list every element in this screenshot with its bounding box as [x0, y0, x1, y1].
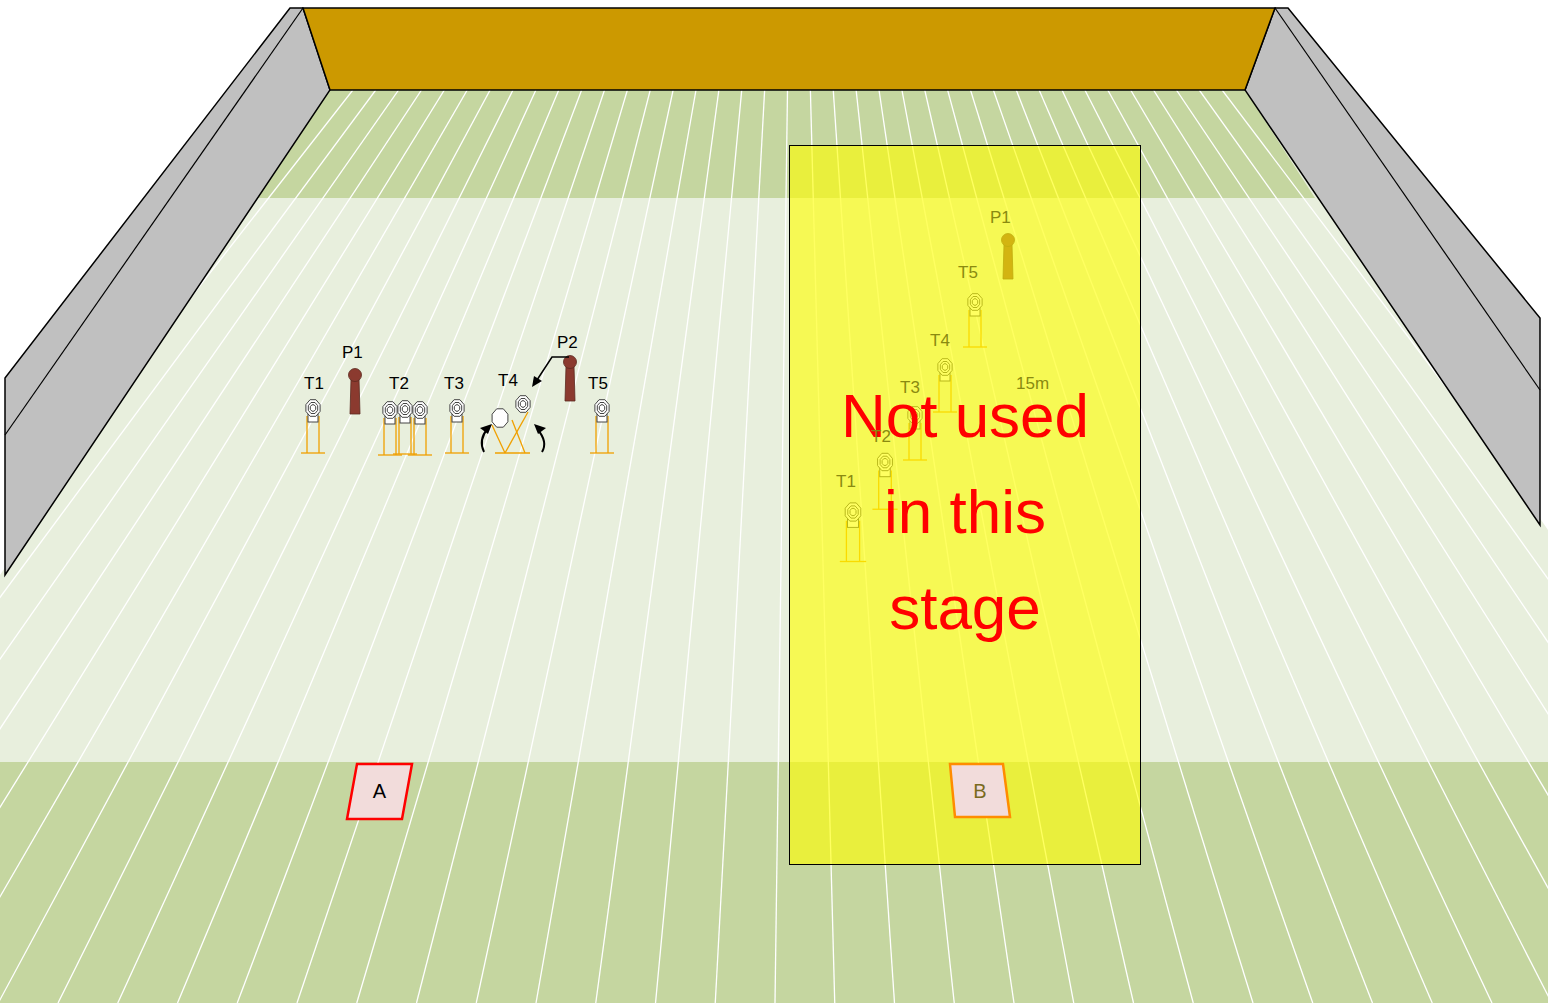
target-stand — [425, 418, 426, 455]
target-stand — [607, 416, 608, 453]
floor-line — [297, 90, 605, 1003]
floor-line — [536, 90, 696, 1003]
floor-line — [0, 90, 490, 1003]
zone-note: Not used in this stage — [820, 368, 1110, 656]
target-stand — [306, 416, 307, 453]
floor-line — [476, 90, 673, 1003]
unused-target-label: 15m — [1016, 374, 1049, 394]
target-head — [520, 401, 525, 407]
target-label: T5 — [588, 374, 608, 394]
target-head — [516, 396, 530, 413]
target-base — [301, 452, 325, 453]
box-label: A — [346, 780, 413, 803]
target-stand — [318, 416, 319, 453]
floor-line — [237, 90, 581, 1003]
target-head — [398, 401, 412, 418]
near-band — [0, 762, 1548, 1003]
target-stand — [383, 418, 384, 455]
target-base — [408, 454, 432, 455]
arrowhead — [534, 424, 546, 434]
box-label: B — [949, 780, 1011, 803]
target-head — [413, 402, 427, 419]
target-base — [445, 452, 469, 453]
target-head — [595, 400, 609, 417]
back-berm — [303, 8, 1275, 90]
target-head — [599, 405, 604, 411]
target-head — [308, 403, 317, 414]
target-head — [306, 400, 320, 417]
unused-target-label: T5 — [958, 263, 978, 283]
left-wall-edge — [5, 8, 303, 435]
left-wall — [5, 8, 330, 575]
popper-body — [565, 366, 575, 401]
target — [590, 400, 614, 453]
target-stand — [595, 416, 596, 453]
target-stand — [398, 417, 399, 454]
target-stand — [413, 418, 414, 455]
target-base — [590, 452, 614, 453]
unused-target-label: T1 — [836, 472, 856, 492]
stroke — [512, 420, 525, 453]
swing-arrow — [538, 430, 544, 452]
target-stand — [450, 416, 451, 453]
floor-line — [1085, 90, 1548, 1003]
box-shape — [347, 764, 412, 819]
floor-line — [417, 90, 651, 1003]
floor-line — [596, 90, 719, 1003]
right-wall — [1245, 8, 1540, 525]
floor-line — [775, 90, 788, 1003]
unused-target-label: T4 — [930, 331, 950, 351]
box-shape — [950, 764, 1010, 817]
popper — [564, 356, 577, 402]
popper — [349, 369, 362, 415]
floor-line — [1108, 90, 1548, 1003]
target-head — [450, 400, 464, 417]
right-wall-edge — [1275, 8, 1540, 390]
target-stand — [395, 418, 396, 455]
target — [408, 402, 432, 455]
target-head — [518, 399, 527, 410]
swinger-target — [480, 396, 546, 453]
arrowhead — [480, 424, 492, 434]
target-label: P1 — [342, 343, 363, 363]
target-head — [402, 406, 407, 412]
target-head — [310, 405, 315, 411]
arrowhead — [532, 376, 542, 387]
target-head — [492, 409, 508, 427]
target-head — [417, 407, 422, 413]
unused-target-label: T2 — [871, 427, 891, 447]
popper-body — [350, 379, 360, 414]
target-label: T3 — [444, 374, 464, 394]
stroke — [495, 452, 530, 453]
target — [301, 400, 325, 453]
target-head — [454, 405, 459, 411]
target-label: T1 — [304, 374, 324, 394]
target-head — [415, 405, 424, 416]
target-head — [452, 403, 461, 414]
target-head — [387, 407, 392, 413]
target-label: T4 — [498, 371, 518, 391]
target-head — [597, 403, 606, 414]
leader-line — [537, 357, 569, 380]
stroke — [492, 425, 505, 453]
target-label: P2 — [557, 333, 578, 353]
target-stand — [410, 417, 411, 454]
stroke — [505, 412, 528, 453]
shooting-box: B — [949, 763, 1011, 819]
unused-target-label: T3 — [900, 378, 920, 398]
target-stand — [462, 416, 463, 453]
floor-line — [357, 90, 628, 1003]
target-label: T2 — [389, 374, 409, 394]
floor-line — [656, 90, 742, 1003]
unused-zone: B Not used in this stage — [789, 145, 1141, 865]
target-head — [383, 402, 397, 419]
unused-target-label: P1 — [990, 208, 1011, 228]
popper-head — [349, 369, 362, 382]
target-head — [385, 405, 394, 416]
target — [445, 400, 469, 453]
shooting-box: A — [346, 763, 413, 820]
target-head — [400, 404, 409, 415]
floor-line — [715, 90, 764, 1003]
